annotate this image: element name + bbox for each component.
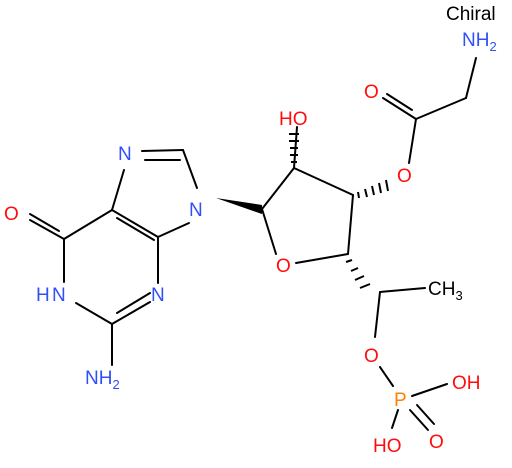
bond-ccarb-ocarb	[382, 97, 417, 120]
chiral-label: Chiral	[446, 4, 496, 25]
bond-c6-o	[29, 219, 65, 240]
bond-c5p-o	[374, 291, 381, 338]
wedge-bonds	[216, 198, 262, 214]
atom-n7: N	[118, 144, 132, 165]
atom-n9: N	[189, 200, 203, 221]
bond-c3p-c4p	[347, 194, 354, 255]
atom-ch3: CH3	[428, 279, 463, 303]
atom-ho-sugar: HO	[279, 109, 308, 130]
bond-c6-c5	[63, 209, 113, 240]
atom-labels: Chiral NH2 O O HO N N O O CH3 H N N NH2 …	[4, 4, 497, 457]
bond-c2-n1	[75, 302, 113, 325]
bond-n9-c4	[157, 222, 190, 238]
bond-lines	[29, 57, 477, 431]
bond-ccarb-ch2	[415, 97, 467, 120]
atom-h1: H	[36, 285, 50, 306]
atom-ho-p-bottom: HO	[373, 436, 402, 457]
bond-c4p-o4p	[295, 253, 349, 264]
bond-o4p-c1p	[261, 208, 277, 255]
atom-o-p-double: O	[429, 432, 444, 453]
bond-n3-c2	[111, 301, 151, 325]
atom-n3: N	[151, 285, 165, 306]
atom-n1: N	[52, 285, 66, 306]
bond-c5p-ch3	[379, 287, 426, 293]
bond-ch2-nh2	[465, 57, 477, 99]
bond-c5-c4-double	[116, 217, 155, 241]
bond-c5-c4	[111, 209, 159, 238]
bond-c6-o-double	[29, 213, 60, 232]
bond-c8-n9	[182, 149, 198, 189]
wedge-n9-c1p	[216, 198, 262, 214]
bond-p-ho	[391, 409, 399, 429]
atom-o-ester: O	[397, 166, 412, 187]
atom-o-phos-ester: O	[364, 346, 379, 367]
atom-o6: O	[4, 204, 19, 225]
atom-nh2-bottom: NH2	[85, 368, 120, 392]
bond-c5-n7	[111, 169, 125, 211]
bond-o-p	[379, 366, 394, 387]
bond-p-o	[409, 409, 429, 431]
hashed-bonds	[289, 133, 389, 289]
bond-p-o-double	[416, 404, 435, 425]
bond-c1p-c2p	[261, 167, 295, 210]
atom-nh2-top: NH2	[462, 30, 497, 54]
bond-n7-c8	[141, 149, 184, 152]
bond-ccarb-ocarb-double	[386, 93, 413, 111]
atom-o-ring: O	[276, 256, 291, 277]
bond-n3-c2-double	[116, 292, 151, 314]
bond-oester-ccarb	[408, 118, 417, 164]
atom-p: P	[394, 390, 407, 411]
atom-oh-p-right: OH	[452, 373, 481, 394]
bond-c2p-c3p	[293, 167, 354, 196]
atom-o-carbonyl: O	[364, 82, 379, 103]
bond-p-oh	[411, 383, 448, 397]
